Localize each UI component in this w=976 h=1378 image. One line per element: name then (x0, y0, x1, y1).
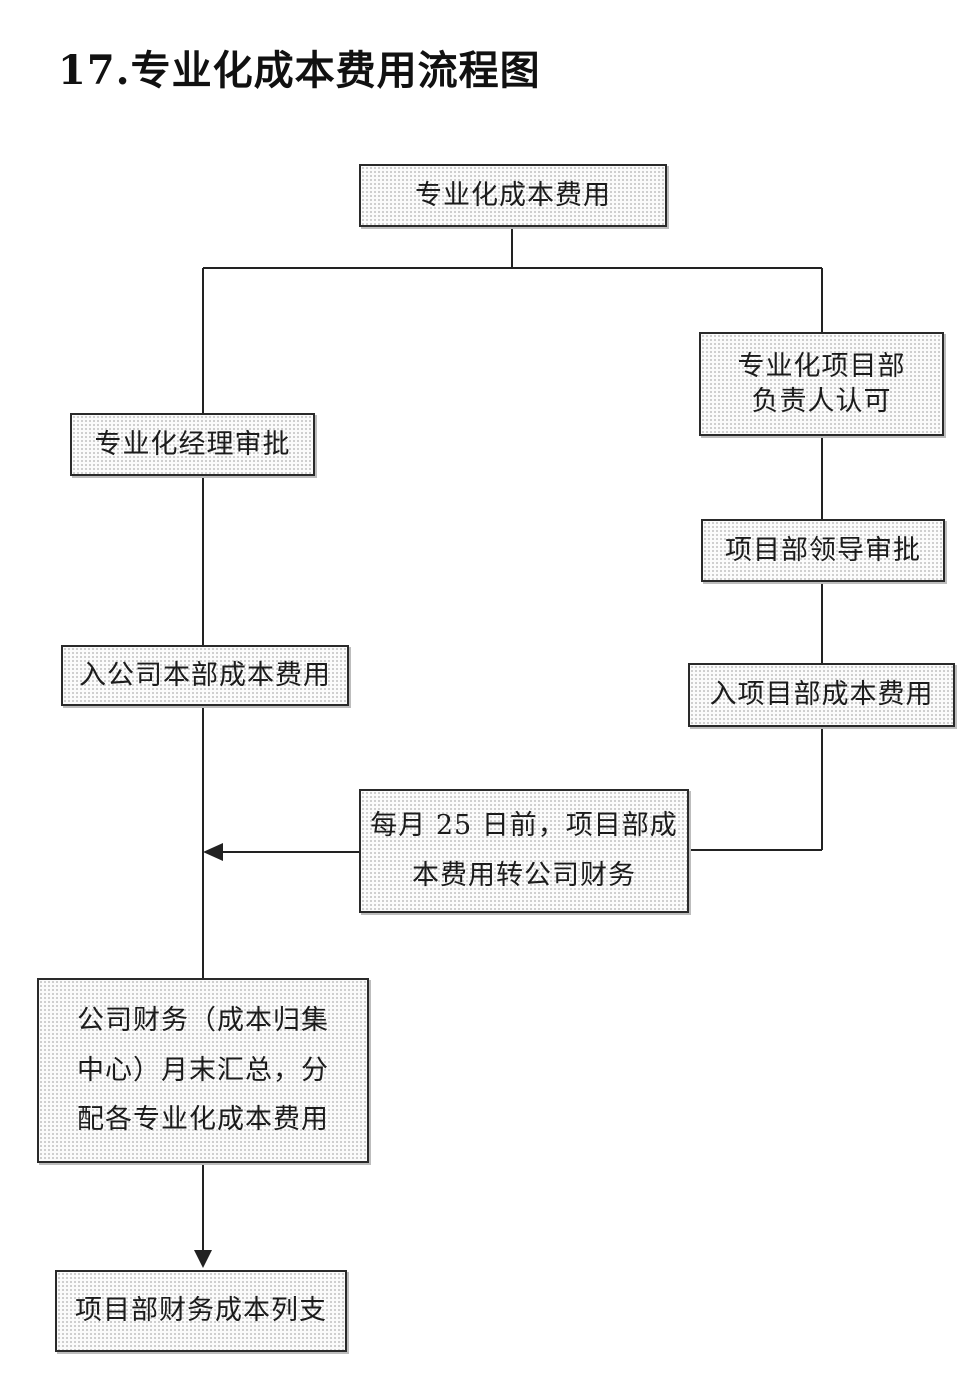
node-project-head-approval: 专业化项目部 负责人认可 (699, 332, 944, 436)
node-project-leader-approval: 项目部领导审批 (701, 519, 945, 582)
node-start: 专业化成本费用 (359, 164, 667, 227)
node-company-finance: 公司财务（成本归集 中心）月末汇总，分 配各专业化成本费用 (37, 978, 369, 1163)
arrow-head-left (203, 843, 223, 861)
node-company-hq-cost: 入公司本部成本费用 (61, 645, 349, 706)
node-monthly-transfer: 每月 25 日前，项目部成 本费用转公司财务 (359, 789, 689, 913)
node-project-finance: 项目部财务成本列支 (55, 1270, 347, 1352)
node-manager-approval: 专业化经理审批 (70, 413, 315, 476)
arrow-head-down (194, 1250, 212, 1268)
page-title: 17.专业化成本费用流程图 (58, 47, 541, 94)
node-project-cost: 入项目部成本费用 (688, 663, 955, 727)
